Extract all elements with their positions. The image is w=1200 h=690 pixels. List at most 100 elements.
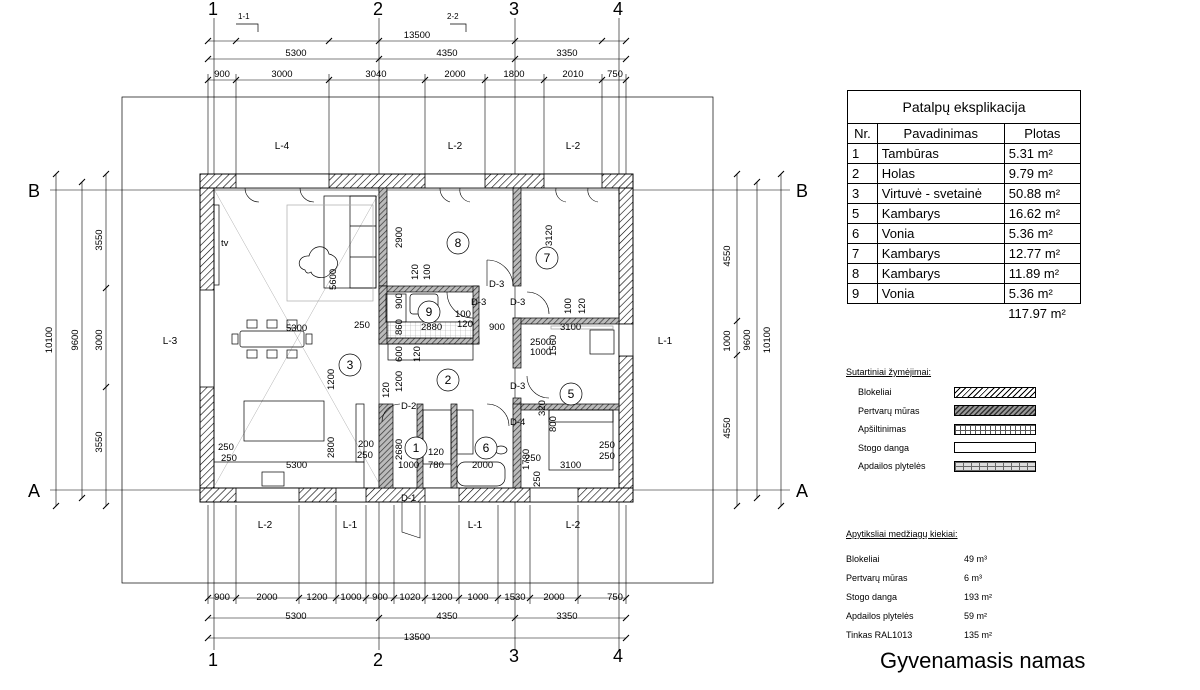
svg-text:2000: 2000 bbox=[472, 460, 493, 471]
legend-title: Sutartiniai žymėjimai: bbox=[846, 367, 932, 377]
svg-text:L-1: L-1 bbox=[658, 336, 673, 347]
svg-text:250: 250 bbox=[599, 440, 615, 451]
legend-swatch bbox=[954, 405, 1036, 417]
room-numbers: 8 7 9 3 2 5 1 6 bbox=[347, 236, 575, 455]
svg-text:3040: 3040 bbox=[365, 69, 386, 80]
axis-label: A bbox=[28, 481, 40, 501]
svg-text:D-3: D-3 bbox=[471, 297, 486, 308]
svg-text:3000: 3000 bbox=[94, 329, 105, 350]
svg-text:1800: 1800 bbox=[503, 69, 524, 80]
svg-text:1000: 1000 bbox=[530, 347, 551, 358]
windows bbox=[199, 173, 634, 503]
svg-text:600: 600 bbox=[394, 346, 405, 362]
svg-text:5300: 5300 bbox=[286, 460, 307, 471]
svg-text:2000: 2000 bbox=[256, 592, 277, 603]
svg-text:120: 120 bbox=[410, 264, 421, 280]
svg-text:7: 7 bbox=[544, 251, 551, 265]
legend-item: Blokeliai bbox=[846, 383, 1036, 402]
svg-text:1000: 1000 bbox=[340, 592, 361, 603]
col-header: Pavadinimas bbox=[876, 123, 1005, 144]
col-header: Plotas bbox=[1003, 123, 1082, 144]
dimension-text-vertical: 10100 9600 3550 3000 3550 10100 9600 455… bbox=[44, 229, 773, 452]
furniture bbox=[213, 195, 615, 489]
svg-text:1200: 1200 bbox=[431, 592, 452, 603]
svg-text:D-3: D-3 bbox=[510, 297, 525, 308]
svg-text:2000: 2000 bbox=[444, 69, 465, 80]
svg-text:750: 750 bbox=[607, 592, 623, 603]
legend-item: Apdailos plytelės bbox=[846, 457, 1036, 476]
dimension-text: 13500 5300 4350 3350 900 3000 3040 2000 … bbox=[214, 30, 623, 643]
legend: Sutartiniai žymėjimai: Blokeliai Pertvar… bbox=[846, 367, 1036, 476]
svg-text:3100: 3100 bbox=[560, 322, 581, 333]
svg-text:5300: 5300 bbox=[285, 48, 306, 59]
svg-text:2880: 2880 bbox=[421, 322, 442, 333]
svg-text:780: 780 bbox=[428, 460, 444, 471]
room-markers bbox=[338, 231, 583, 460]
svg-text:L-2: L-2 bbox=[566, 520, 581, 531]
svg-text:100: 100 bbox=[455, 309, 471, 320]
axis-labels: 1 2 3 4 1 2 3 4 B A B A bbox=[28, 0, 808, 670]
partitions bbox=[378, 187, 620, 489]
svg-text:3350: 3350 bbox=[556, 611, 577, 622]
svg-text:250: 250 bbox=[218, 442, 234, 453]
svg-text:9: 9 bbox=[426, 305, 433, 319]
svg-text:3: 3 bbox=[347, 358, 354, 372]
svg-text:9600: 9600 bbox=[70, 329, 81, 350]
svg-text:tv: tv bbox=[221, 238, 229, 249]
section-markers bbox=[236, 23, 467, 32]
svg-text:1200: 1200 bbox=[394, 371, 405, 392]
axis-label: 2 bbox=[373, 650, 383, 670]
total-row: 117.97 m² bbox=[848, 304, 1081, 324]
axis-label: 2 bbox=[373, 0, 383, 19]
svg-text:4550: 4550 bbox=[722, 417, 733, 438]
legend-item: Stogo danga bbox=[846, 439, 1036, 458]
svg-text:13500: 13500 bbox=[404, 30, 430, 41]
svg-text:800: 800 bbox=[548, 416, 559, 432]
legend-swatch bbox=[954, 423, 1036, 435]
axis-label: 1 bbox=[208, 0, 218, 19]
svg-text:250: 250 bbox=[357, 450, 373, 461]
legend-swatch bbox=[954, 460, 1036, 472]
svg-text:L-2: L-2 bbox=[448, 141, 463, 152]
svg-text:900: 900 bbox=[214, 592, 230, 603]
axis-label: 4 bbox=[613, 646, 623, 666]
room-explication-table: Patalpų eksplikacija Nr. Pavadinimas Plo… bbox=[847, 90, 1082, 324]
svg-text:L-3: L-3 bbox=[163, 336, 178, 347]
svg-text:2: 2 bbox=[445, 373, 452, 387]
svg-text:900: 900 bbox=[214, 69, 230, 80]
svg-text:L-2: L-2 bbox=[566, 141, 581, 152]
svg-text:3550: 3550 bbox=[94, 431, 105, 452]
roof-outline bbox=[121, 96, 714, 584]
axis-label: 3 bbox=[509, 0, 519, 19]
axis-label: 4 bbox=[613, 0, 623, 19]
svg-text:860: 860 bbox=[394, 319, 405, 335]
axis-label: 3 bbox=[509, 646, 519, 666]
svg-text:250: 250 bbox=[525, 453, 541, 464]
svg-text:1020: 1020 bbox=[399, 592, 420, 603]
svg-text:100: 100 bbox=[422, 264, 433, 280]
svg-text:D-3: D-3 bbox=[489, 279, 504, 290]
table-title: Patalpų eksplikacija bbox=[847, 90, 1081, 124]
svg-text:D-2: D-2 bbox=[401, 401, 416, 412]
svg-text:320: 320 bbox=[537, 400, 548, 416]
axis-label: B bbox=[796, 181, 808, 201]
ceiling-diagonals bbox=[214, 190, 381, 486]
materials-title: Apytiksliai medžiagų kiekiai: bbox=[846, 529, 958, 539]
door-labels: D-3 D-3 D-3 D-3 D-2 D-4 D-1 bbox=[401, 279, 525, 504]
svg-text:2900: 2900 bbox=[394, 227, 405, 248]
svg-text:2680: 2680 bbox=[394, 439, 405, 460]
axis-lines bbox=[50, 18, 790, 650]
axis-label: B bbox=[28, 181, 40, 201]
legend-swatch bbox=[954, 442, 1036, 454]
svg-text:1780: 1780 bbox=[521, 449, 532, 470]
svg-text:L-4: L-4 bbox=[275, 141, 290, 152]
axis-label: A bbox=[796, 481, 808, 501]
svg-text:5300: 5300 bbox=[286, 323, 307, 334]
svg-text:120: 120 bbox=[457, 319, 473, 330]
